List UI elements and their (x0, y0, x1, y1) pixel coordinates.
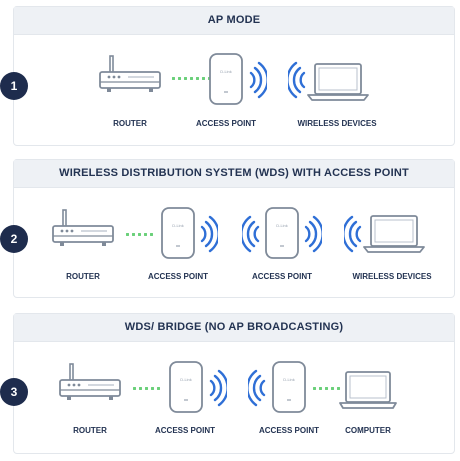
label-router: ROUTER (66, 272, 100, 281)
label-wireless-devices: WIRELESS DEVICES (297, 119, 377, 128)
wifi-waves-icon (302, 214, 322, 254)
link-dots-icon (172, 76, 211, 80)
access-point-icon (160, 206, 196, 260)
router-icon (98, 54, 162, 98)
access-point-icon (264, 206, 300, 260)
label-wireless-devices: WIRELESS DEVICES (352, 272, 432, 281)
laptop-icon (362, 214, 426, 254)
wifi-waves-icon (248, 368, 268, 408)
step-badge-3: 3 (0, 378, 28, 406)
label-access-point: ACCESS POINT (258, 426, 320, 435)
wifi-waves-icon (207, 368, 227, 408)
label-access-point: ACCESS POINT (154, 426, 216, 435)
wifi-waves-icon (247, 60, 267, 100)
link-dots-icon (133, 386, 160, 390)
link-dots-icon (126, 232, 153, 236)
wifi-waves-icon (198, 214, 218, 254)
label-router: ROUTER (113, 119, 147, 128)
panel-title: WIRELESS DISTRIBUTION SYSTEM (WDS) WITH … (14, 160, 454, 188)
label-computer: COMPUTER (345, 426, 391, 435)
panel-title: AP MODE (14, 7, 454, 35)
wifi-waves-icon (242, 214, 262, 254)
laptop-icon (306, 62, 370, 102)
label-access-point: ACCESS POINT (195, 119, 257, 128)
label-router: ROUTER (73, 426, 107, 435)
wifi-waves-icon (288, 60, 308, 100)
label-access-point: ACCESS POINT (251, 272, 313, 281)
step-badge-1: 1 (0, 72, 28, 100)
wifi-waves-icon (344, 214, 364, 254)
label-access-point: ACCESS POINT (147, 272, 209, 281)
panel-title: WDS/ BRIDGE (NO AP BROADCASTING) (14, 314, 454, 342)
access-point-icon (168, 360, 204, 414)
ap-mode-panel: AP MODE (13, 6, 455, 146)
access-point-icon (271, 360, 307, 414)
router-icon (58, 362, 122, 406)
step-badge-2: 2 (0, 225, 28, 253)
router-icon (51, 208, 115, 252)
computer-icon (336, 370, 400, 410)
link-dots-icon (313, 386, 340, 390)
access-point-icon (208, 52, 244, 106)
